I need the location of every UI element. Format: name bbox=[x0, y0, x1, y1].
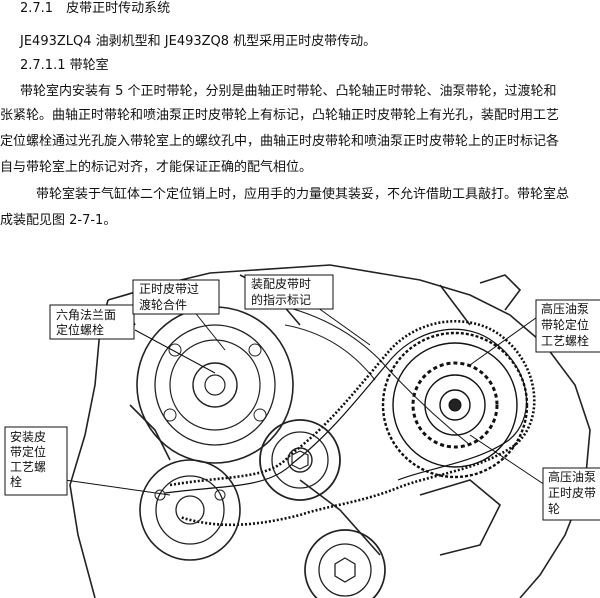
paragraph-line: 带轮室内安装有 5 个正时带轮，分别是曲轴正时带轮、凸轮轴正时带轮、油泵带轮，过… bbox=[20, 84, 557, 99]
timing-belt-figure: 六角法兰面 定位螺栓 正时皮带过 渡轮合件 装配皮带时 的指示标记 高压油泵 带… bbox=[4, 264, 600, 598]
paragraph-line: 带轮室装于气缸体二个定位销上时，应用手的力量使其装妥，不允许借助工具敲打。带轮室… bbox=[36, 187, 570, 202]
callout-text: 带轮定位 bbox=[541, 317, 589, 332]
callout-text: 带定位 bbox=[10, 444, 46, 459]
callout-text: 工艺螺 bbox=[10, 460, 46, 474]
callout-text: 正时皮带 bbox=[548, 486, 596, 500]
callout-pump-belt: 高压油泵 正时皮带 轮 bbox=[542, 467, 600, 521]
callout-hex-flange: 六角法兰面 定位螺栓 bbox=[49, 304, 135, 340]
callout-transition: 正时皮带过 渡轮合件 bbox=[132, 279, 220, 315]
crank-pulley bbox=[139, 459, 241, 561]
paragraph-line: 成装配见图 2-7-1。 bbox=[0, 213, 117, 228]
timing-belt bbox=[164, 319, 536, 527]
paragraph-line: 张紧轮。曲轴正时带轮和喷油泵正时皮带轮上有标记，凸轮轴正时皮带轮上有光孔，装配时… bbox=[0, 108, 560, 123]
paragraph-line: 定位螺栓通过光孔旋入带轮室上的螺纹孔中，曲轴正时皮带轮和喷油泵正时皮带轮上的正时… bbox=[0, 134, 560, 149]
callout-text: 的指示标记 bbox=[251, 292, 311, 307]
leader-lines bbox=[64, 294, 546, 496]
intro-line: JE493ZLQ4 油剥机型和 JE493ZQ8 机型采用正时皮带传动。 bbox=[20, 34, 377, 49]
callout-text: 正时皮带过 bbox=[139, 282, 199, 296]
callout-text: 高压油泵 bbox=[541, 301, 589, 316]
callout-indicator: 装配皮带时 的指示标记 bbox=[244, 274, 334, 310]
callout-pump-pulley: 高压油泵 带轮定位 工艺螺栓 bbox=[535, 299, 600, 353]
callout-text: 轮 bbox=[548, 502, 560, 516]
callout-text: 渡轮合件 bbox=[139, 297, 187, 312]
tensioner-pulley bbox=[304, 529, 386, 598]
callout-text: 定位螺栓 bbox=[56, 322, 104, 337]
callout-text: 安装皮 bbox=[10, 429, 46, 444]
subsection-heading: 2.7.1.1 带轮室 bbox=[20, 58, 109, 73]
transition-idler bbox=[259, 419, 341, 501]
callout-text: 工艺螺栓 bbox=[541, 333, 589, 348]
callout-text: 装配皮带时 bbox=[251, 277, 311, 291]
callout-text: 栓 bbox=[10, 474, 22, 489]
callout-text: 高压油泵 bbox=[548, 469, 596, 484]
callout-belt-positioning: 安装皮 带定位 工艺螺 栓 bbox=[4, 426, 68, 496]
camshaft-pulley bbox=[136, 306, 294, 464]
paragraph-line: 自与带轮室上的标记对齐，才能保证正确的配气相位。 bbox=[0, 160, 313, 175]
pump-pulley bbox=[381, 331, 529, 479]
callout-text: 六角法兰面 bbox=[56, 308, 116, 322]
section-heading: 2.7.1 皮带正时传动系统 bbox=[20, 1, 171, 16]
